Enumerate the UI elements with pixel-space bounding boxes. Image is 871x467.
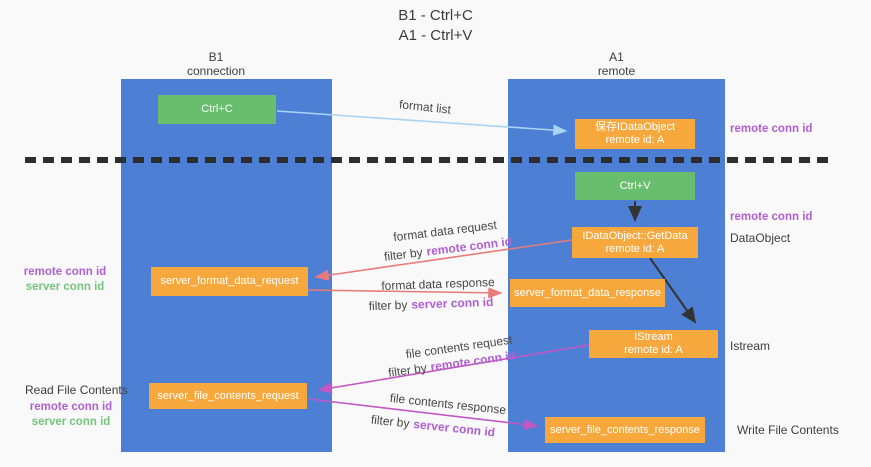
node-ctrl-v: Ctrl+V bbox=[575, 172, 695, 200]
node-ctrl-v-label: Ctrl+V bbox=[619, 179, 651, 192]
node-ctrl-c-label: Ctrl+C bbox=[201, 103, 233, 115]
dashed-separator bbox=[25, 157, 833, 163]
annotation-write-file-contents: Write File Contents bbox=[737, 423, 839, 437]
node-idataobject-getdata-line2: remote id: A bbox=[605, 242, 665, 255]
node-server-file-contents-response-label: server_file_contents_response bbox=[550, 423, 700, 436]
annotation-remote-conn-id-mid-right: remote conn id bbox=[730, 211, 813, 223]
node-server-format-data-response-label: server_format_data_response bbox=[514, 286, 661, 299]
flow-label-format-data-response: format data response bbox=[381, 275, 495, 293]
node-ctrl-c: Ctrl+C bbox=[158, 95, 276, 124]
lane-b1-subtitle: connection bbox=[186, 64, 246, 78]
annotation-read-file-contents: Read File Contents bbox=[25, 383, 128, 397]
filter-prefix: filter by bbox=[368, 297, 408, 314]
node-server-file-contents-response: server_file_contents_response bbox=[545, 417, 705, 443]
filter-prefix: filter by bbox=[387, 360, 428, 380]
annotation-remote-conn-id-left: remote conn id bbox=[23, 266, 107, 278]
filter-key-server-conn-id: server conn id bbox=[411, 294, 494, 312]
annotation-remote-conn-id-top-right: remote conn id bbox=[730, 123, 813, 135]
node-idataobject-getdata: IDataObject::GetData remote id: A bbox=[572, 227, 698, 258]
lane-a1-title: A1 bbox=[609, 50, 624, 64]
diagram-title-line1: B1 - Ctrl+C bbox=[398, 7, 473, 24]
node-save-idataobject-line2: remote id: A bbox=[605, 134, 665, 146]
node-save-idataobject: 保存IDataObject remote id: A bbox=[575, 119, 695, 149]
annotation-remote-conn-id-left-bottom: remote conn id bbox=[29, 401, 113, 413]
node-server-format-data-request: server_format_data_request bbox=[151, 267, 308, 296]
annotation-dataobject: DataObject bbox=[730, 231, 791, 245]
lane-a1-subtitle: remote bbox=[597, 64, 636, 78]
diagram-title-line2: A1 - Ctrl+V bbox=[398, 27, 473, 44]
annotation-server-conn-id-left: server conn id bbox=[25, 281, 105, 293]
node-idataobject-getdata-line1: IDataObject::GetData bbox=[582, 229, 688, 242]
node-server-format-data-response: server_format_data_response bbox=[510, 279, 665, 307]
filter-prefix: filter by bbox=[370, 412, 411, 431]
node-server-file-contents-request: server_file_contents_request bbox=[149, 383, 307, 409]
annotation-block-left-bottom: Read File Contents remote conn id server… bbox=[25, 383, 128, 430]
lane-header-b1: B1 connection bbox=[111, 50, 321, 78]
node-istream-line1: IStream bbox=[634, 331, 673, 343]
node-istream-line2: remote id: A bbox=[624, 344, 683, 356]
node-server-format-data-request-label: server_format_data_request bbox=[160, 275, 299, 287]
flow-label-format-list: format list bbox=[398, 97, 452, 117]
annotation-istream: Istream bbox=[730, 339, 771, 353]
node-save-idataobject-line1: 保存IDataObject bbox=[594, 121, 676, 133]
annotation-server-conn-id-left-bottom: server conn id bbox=[31, 416, 111, 428]
lane-b1-title: B1 bbox=[208, 50, 224, 64]
flow-label-file-contents-response: file contents response bbox=[389, 390, 507, 418]
node-istream: IStream remote id: A bbox=[589, 330, 718, 358]
annotation-conn-ids-left-top: remote conn id server conn id bbox=[20, 265, 110, 295]
filter-key-server-conn-id: server conn id bbox=[412, 416, 496, 440]
node-server-file-contents-request-label: server_file_contents_request bbox=[157, 389, 299, 402]
filter-prefix: filter by bbox=[383, 245, 424, 264]
lane-header-a1: A1 remote bbox=[508, 50, 725, 78]
